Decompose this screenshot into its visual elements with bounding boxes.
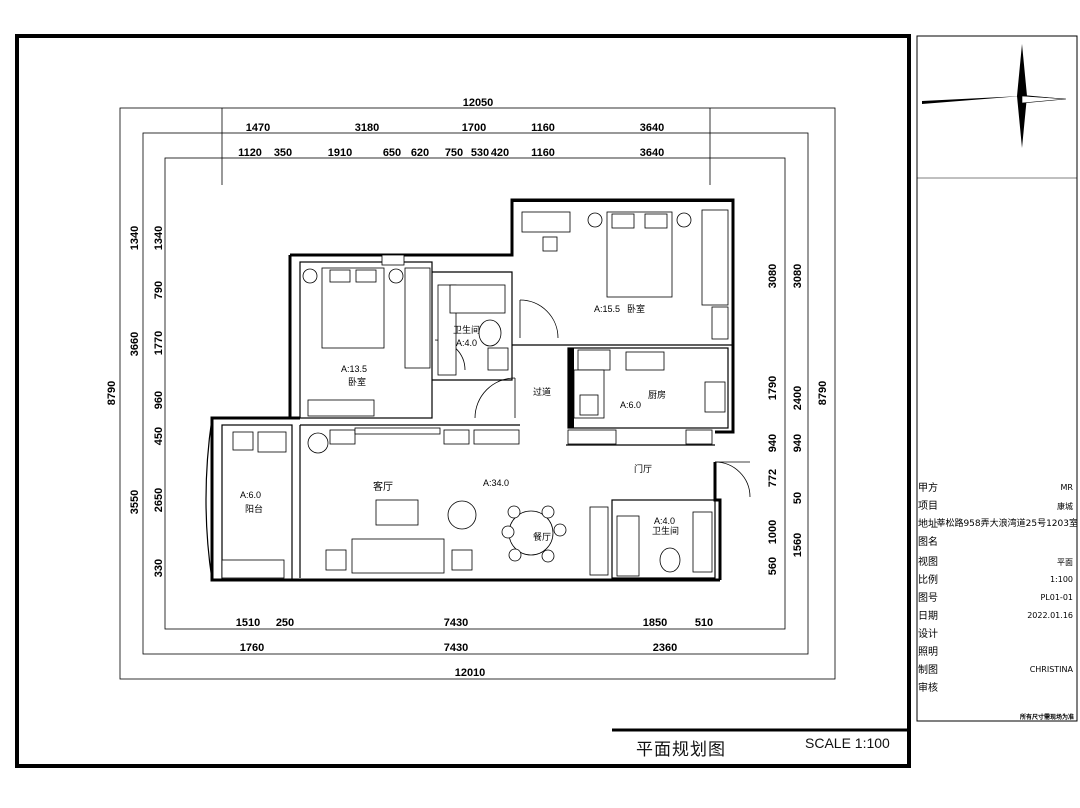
title-block-label: 图号 bbox=[918, 593, 938, 604]
dimension-label: 1470 bbox=[246, 122, 270, 134]
bedroom1-area: A:13.5 bbox=[341, 364, 367, 374]
interior-walls bbox=[205, 261, 733, 581]
title-block-value: 平面 bbox=[1057, 558, 1073, 567]
dimension-label: 650 bbox=[383, 147, 401, 159]
dimension-label: 3660 bbox=[129, 332, 141, 356]
dimension-label: 7430 bbox=[444, 642, 468, 654]
kitchen-name: 厨房 bbox=[648, 389, 666, 400]
title-block-label: 制图 bbox=[918, 665, 938, 676]
bedroom1-name: 卧室 bbox=[348, 376, 366, 387]
title-block-stamp: 所有尺寸需现场为准 bbox=[1020, 714, 1075, 721]
bath2-name: 卫生间 bbox=[652, 525, 679, 536]
dimension-label: 2360 bbox=[653, 642, 677, 654]
dimension-label: 1120 bbox=[238, 147, 262, 159]
dimension-label: 940 bbox=[767, 434, 779, 452]
title-block-label: 设计 bbox=[918, 629, 938, 640]
dimension-label: 3640 bbox=[640, 122, 664, 134]
dimension-label: 1760 bbox=[240, 642, 264, 654]
dimension-label: 12010 bbox=[455, 667, 486, 679]
north-arrow-icon bbox=[922, 44, 1067, 148]
title-block-value: 康城 bbox=[1057, 502, 1073, 511]
dimension-label: 1000 bbox=[767, 520, 779, 544]
bath2-area: A:4.0 bbox=[654, 516, 675, 526]
balcony-area: A:6.0 bbox=[240, 490, 261, 500]
title-block-label: 图名 bbox=[918, 537, 938, 548]
title-block-value: 1:100 bbox=[1049, 575, 1073, 584]
dimension-labels: 12050 1470 3180 1700 1160 3640 1120 350 1910 650 6… bbox=[106, 97, 829, 679]
dimension-label: 3640 bbox=[640, 147, 664, 159]
title-block-label: 视图 bbox=[918, 557, 938, 568]
bedroom2-area: A:15.5 bbox=[594, 304, 620, 314]
dimension-label: 750 bbox=[445, 147, 463, 159]
dimension-label: 530 bbox=[471, 147, 489, 159]
drawing-title: 平面规划图 bbox=[636, 740, 726, 760]
living-name: 客厅 bbox=[373, 480, 393, 493]
dimension-label: 790 bbox=[153, 281, 165, 299]
title-block-value: CHRISTINA bbox=[1029, 665, 1073, 674]
dimension-label: 420 bbox=[491, 147, 509, 159]
title-block-label: 审核 bbox=[918, 683, 938, 694]
dimension-label: 1340 bbox=[153, 226, 165, 250]
title-block-label: 照明 bbox=[918, 647, 938, 658]
dimension-label: 1910 bbox=[328, 147, 352, 159]
dimension-frames bbox=[119, 107, 836, 680]
title-block-value: 2022.01.16 bbox=[1027, 611, 1073, 620]
furniture bbox=[221, 209, 729, 579]
dimension-label: 50 bbox=[792, 492, 804, 504]
wall-accents bbox=[512, 200, 733, 428]
dimension-label: 350 bbox=[274, 147, 292, 159]
dimension-label: 330 bbox=[153, 559, 165, 577]
title-block-value: PL01-01 bbox=[1040, 593, 1073, 602]
dimension-label: 8790 bbox=[106, 381, 118, 405]
title-block-label: 项目 bbox=[918, 501, 938, 512]
bedroom2-name: 卧室 bbox=[627, 303, 645, 314]
title-block-label: 甲方 bbox=[918, 483, 938, 494]
dimension-label: 1160 bbox=[531, 147, 555, 159]
dimension-label: 8790 bbox=[817, 381, 829, 405]
title-block-label: 比例 bbox=[918, 575, 938, 586]
dimension-label: 1790 bbox=[767, 376, 779, 400]
kitchen-area: A:6.0 bbox=[620, 400, 641, 410]
dimension-label: 940 bbox=[792, 434, 804, 452]
dimension-label: 2650 bbox=[153, 488, 165, 512]
dimension-label: 510 bbox=[695, 617, 713, 629]
title-block-value: MR bbox=[1060, 483, 1073, 492]
dimension-label: 620 bbox=[411, 147, 429, 159]
title-block-value: 莘松路958弄大浪湾道25号1203室 bbox=[936, 519, 1078, 529]
corridor-label: 过道 bbox=[533, 386, 551, 397]
dining-label: 餐厅 bbox=[533, 531, 551, 542]
dimension-label: 2400 bbox=[792, 386, 804, 410]
room-labels: A:13.5 卧室 卫生间 A:4.0 A:15.5 卧室 过道 厨房 A:6.… bbox=[240, 303, 679, 542]
dimension-label: 3550 bbox=[129, 490, 141, 514]
title-block-frame bbox=[916, 35, 1078, 722]
dimension-label: 250 bbox=[276, 617, 294, 629]
dimension-label: 560 bbox=[767, 557, 779, 575]
balcony-name: 阳台 bbox=[245, 503, 263, 514]
title-block-label: 日期 bbox=[918, 611, 938, 622]
dimension-label: 3080 bbox=[767, 264, 779, 288]
living-area: A:34.0 bbox=[483, 478, 509, 488]
dimension-label: 1160 bbox=[531, 122, 555, 134]
dimension-label: 3080 bbox=[792, 264, 804, 288]
dimension-label: 1700 bbox=[462, 122, 486, 134]
outer-border bbox=[15, 34, 911, 768]
bath1-area: A:4.0 bbox=[456, 338, 477, 348]
dimension-label: 1850 bbox=[643, 617, 667, 629]
dimension-label: 1510 bbox=[236, 617, 260, 629]
bath1-name: 卫生间 bbox=[453, 324, 480, 335]
dimension-label: 1340 bbox=[129, 226, 141, 250]
dimension-label: 7430 bbox=[444, 617, 468, 629]
dimension-label: 1560 bbox=[792, 533, 804, 557]
dimension-label: 960 bbox=[153, 391, 165, 409]
dimension-label: 772 bbox=[767, 469, 779, 487]
dimension-label: 3180 bbox=[355, 122, 379, 134]
drawing-scale: SCALE 1:100 bbox=[805, 735, 890, 751]
dimension-label: 450 bbox=[153, 427, 165, 445]
dimension-label: 12050 bbox=[463, 97, 494, 109]
entry-label: 门厅 bbox=[634, 463, 652, 474]
dimension-label: 1770 bbox=[153, 331, 165, 355]
title-block-label: 地址 bbox=[918, 519, 938, 530]
